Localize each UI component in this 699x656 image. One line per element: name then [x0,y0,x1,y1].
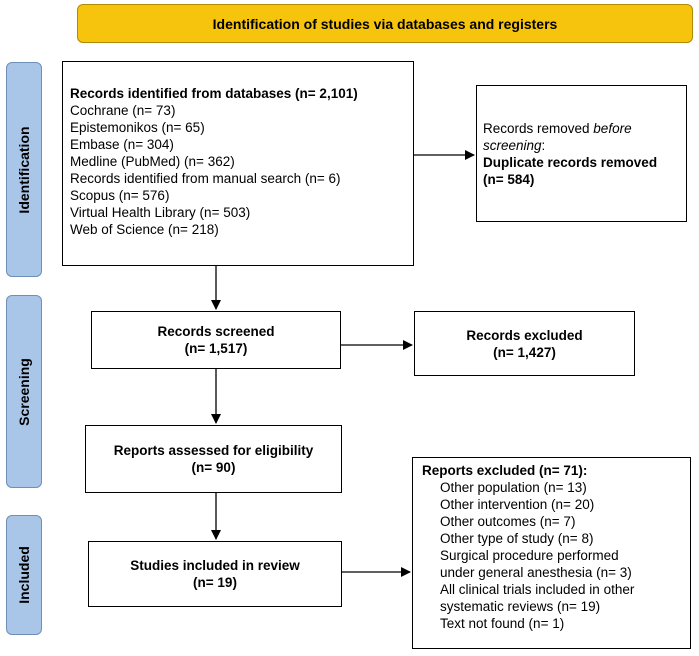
studies-included-count: (n= 19) [193,575,237,590]
records-identified-box: Records identified from databases (n= 2,… [62,61,414,266]
source-item: Cochrane (n= 73) [70,103,176,118]
reports-assessed-box: Reports assessed for eligibility (n= 90) [85,425,342,493]
studies-included-title: Studies included in review [130,558,300,573]
exclusion-item: Other population (n= 13) [440,480,587,495]
source-item: Epistemonikos (n= 65) [70,120,205,135]
records-removed-box: Records removed before screening: Duplic… [476,85,687,222]
source-item: Web of Science (n= 218) [70,222,219,237]
exclusion-item: Other type of study (n= 8) [440,531,594,546]
reports-excluded-title: Reports excluded (n= 71): [422,463,588,478]
exclusion-item: Other intervention (n= 20) [440,497,595,512]
duplicate-records-label: Duplicate records removed [483,155,658,170]
removed-screening: screening [483,138,542,153]
records-screened-count: (n= 1,517) [184,341,248,356]
source-item: Scopus (n= 576) [70,188,170,203]
duplicate-records-count: (n= 584) [483,172,535,187]
exclusion-item: Surgical procedure performed [440,548,619,563]
removed-colon: : [541,138,546,153]
header-banner: Identification of studies via databases … [77,4,693,43]
records-screened-title: Records screened [157,324,275,339]
records-excluded-box: Records excluded (n= 1,427) [414,311,635,376]
phase-screening: Screening [6,295,42,488]
source-item: Records identified from manual search (n… [70,171,341,186]
records-screened-box: Records screened (n= 1,517) [91,311,341,369]
studies-included-box: Studies included in review (n= 19) [88,541,342,607]
records-excluded-title: Records excluded [466,327,583,343]
records-identified-title: Records identified from databases (n= 2,… [70,86,358,101]
records-excluded-count: (n= 1,427) [493,344,556,360]
exclusion-item: under general anesthesia (n= 3) [440,565,632,580]
reports-excluded-box: Reports excluded (n= 71): Other populati… [412,457,691,649]
exclusion-item: Other outcomes (n= 7) [440,514,576,529]
exclusion-item: systematic reviews (n= 19) [440,599,601,614]
removed-before: before [593,121,632,136]
source-item: Embase (n= 304) [70,137,174,152]
reports-assessed-title: Reports assessed for eligibility [113,443,314,458]
exclusion-item: All clinical trials included in other [440,582,635,597]
header-title: Identification of studies via databases … [212,15,558,32]
reports-assessed-count: (n= 90) [191,460,236,475]
phase-identification: Identification [6,62,42,277]
source-item: Medline (PubMed) (n= 362) [70,154,235,169]
source-item: Virtual Health Library (n= 503) [70,205,251,220]
phase-included: Included [6,515,42,635]
exclusion-item: Text not found (n= 1) [440,616,565,631]
removed-prefix: Records removed [483,121,594,136]
